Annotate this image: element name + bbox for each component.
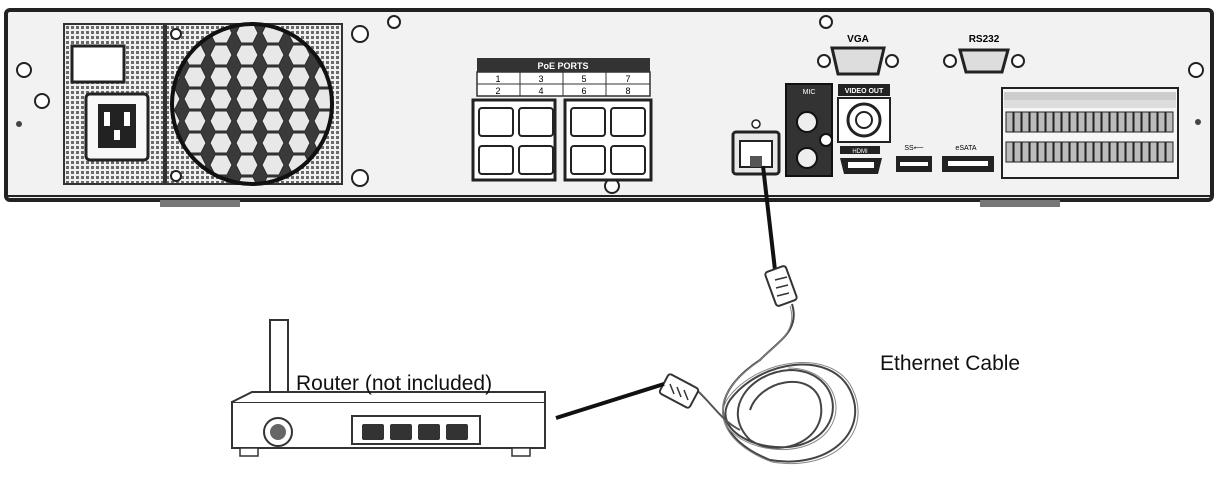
poe-number: 2 <box>495 86 500 96</box>
terminal-pin <box>1029 111 1038 133</box>
terminal-pin <box>1045 141 1054 163</box>
poe-number: 1 <box>495 74 500 84</box>
power-switch <box>70 44 126 84</box>
terminal-pin <box>1141 111 1150 133</box>
terminal-pin <box>1077 111 1086 133</box>
terminal-pin <box>1165 141 1174 163</box>
usb-label: SS⟵ <box>904 145 923 152</box>
terminal-pin <box>1061 111 1070 133</box>
rj45-plug-top <box>764 265 798 307</box>
terminal-pin <box>1005 111 1014 133</box>
terminal-pin <box>1133 111 1142 133</box>
terminal-pin <box>1069 111 1078 133</box>
hdmi-port: HDMI <box>840 146 882 174</box>
poe-number: 8 <box>625 86 630 96</box>
terminal-pin <box>1085 111 1094 133</box>
router-lan-ports <box>362 424 468 440</box>
terminal-pin <box>1037 141 1046 163</box>
poe-number: 5 <box>581 74 586 84</box>
ethernet-cable <box>555 165 859 464</box>
terminal-pin <box>1053 111 1062 133</box>
poe-number: 4 <box>538 86 543 96</box>
poe-number: 3 <box>538 74 543 84</box>
terminal-pin <box>1037 111 1046 133</box>
terminal-pin <box>1005 141 1014 163</box>
terminal-pin <box>1053 141 1062 163</box>
terminal-pin <box>1141 141 1150 163</box>
usb-port: SS⟵ <box>896 145 932 172</box>
vga-port: VGA <box>817 34 899 76</box>
terminal-pin <box>1157 111 1166 133</box>
ethernet-cable-label: Ethernet Cable <box>880 352 1021 375</box>
terminal-pin <box>1101 111 1110 133</box>
router-label: Router (not included) <box>296 372 493 395</box>
terminal-pin <box>1117 111 1126 133</box>
router <box>231 319 546 457</box>
terminal-pin <box>1093 111 1102 133</box>
esata-port: eSATA <box>942 145 994 172</box>
rs232-port: RS232 <box>943 34 1025 74</box>
terminal-pin <box>1109 141 1118 163</box>
rj45-plug-bottom <box>658 373 700 409</box>
hdmi-label: HDMI <box>852 149 868 155</box>
terminal-pin <box>1133 141 1142 163</box>
terminal-pin <box>1117 141 1126 163</box>
power-supply <box>63 23 165 185</box>
terminal-pin <box>1109 111 1118 133</box>
esata-label: eSATA <box>955 145 976 152</box>
poe-ports: PoE PORTS 1 3 5 7 2 4 6 8 <box>471 58 653 182</box>
terminal-pin <box>1077 141 1086 163</box>
poe-title: PoE PORTS <box>537 61 588 71</box>
rs232-label: RS232 <box>969 34 1000 45</box>
video-out-label: VIDEO OUT <box>845 88 884 95</box>
terminal-pin <box>1149 111 1158 133</box>
terminal-pin <box>1013 111 1022 133</box>
poe-number: 7 <box>625 74 630 84</box>
terminal-pin <box>1069 141 1078 163</box>
terminal-pin <box>1021 111 1030 133</box>
video-out-port: VIDEO OUT <box>837 84 891 143</box>
lan-port <box>731 119 781 176</box>
vga-label: VGA <box>847 34 869 45</box>
terminal-pin <box>1085 141 1094 163</box>
terminal-pin <box>1125 141 1134 163</box>
terminal-pin <box>1093 141 1102 163</box>
alarm-terminal-block <box>1001 87 1179 179</box>
fan-grille <box>165 22 369 187</box>
terminal-pin <box>1165 111 1174 133</box>
audio-block: MIC <box>785 83 833 177</box>
terminal-pin <box>1021 141 1030 163</box>
terminal-pin <box>1045 111 1054 133</box>
terminal-pin <box>1125 111 1134 133</box>
audio-label: MIC <box>803 89 816 96</box>
terminal-pin <box>1013 141 1022 163</box>
terminal-pin <box>1061 141 1070 163</box>
screw-icon <box>16 15 1204 194</box>
terminal-pin <box>1149 141 1158 163</box>
terminal-pin <box>1101 141 1110 163</box>
terminal-pin <box>1157 141 1166 163</box>
terminal-pin <box>1029 141 1038 163</box>
poe-number: 6 <box>581 86 586 96</box>
